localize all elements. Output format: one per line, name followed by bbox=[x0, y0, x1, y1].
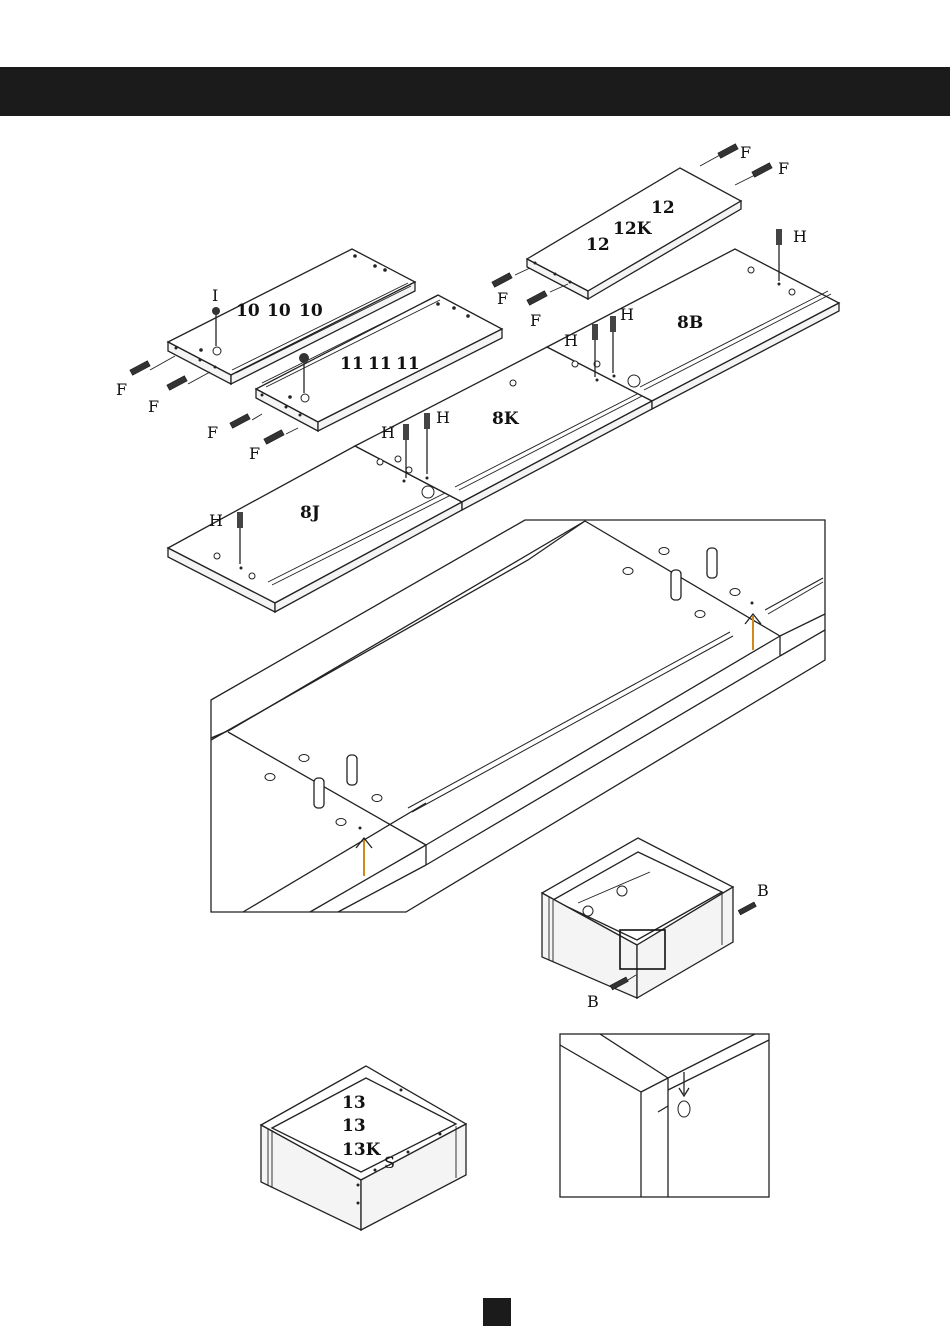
label-10-a: 10 bbox=[236, 301, 260, 321]
page-number-marker bbox=[483, 1298, 511, 1326]
label-13-a: 13 bbox=[342, 1093, 366, 1113]
label-s: S bbox=[384, 1153, 395, 1172]
label-b-2: B bbox=[587, 992, 599, 1011]
label-f-6: F bbox=[148, 397, 159, 416]
label-f-4: F bbox=[530, 311, 541, 330]
label-f-3: F bbox=[497, 289, 508, 308]
label-8b: 8B bbox=[677, 313, 703, 333]
label-b-1: B bbox=[757, 881, 769, 900]
closeup-detail bbox=[560, 1034, 769, 1197]
label-12k: 12K bbox=[613, 219, 653, 239]
drawer-13: 13 13 13K S bbox=[261, 1066, 466, 1230]
label-10-b: 10 bbox=[267, 301, 291, 321]
label-8k: 8K bbox=[492, 409, 520, 429]
label-11-a: 11 bbox=[340, 354, 364, 374]
label-13-b: 13 bbox=[342, 1116, 366, 1136]
label-i: I bbox=[212, 286, 218, 305]
label-h-2: H bbox=[620, 305, 634, 324]
label-h-4: H bbox=[436, 408, 450, 427]
label-11-c: 11 bbox=[396, 354, 420, 374]
label-8j: 8J bbox=[300, 503, 320, 523]
label-f-8: F bbox=[249, 444, 260, 463]
label-h-1: H bbox=[793, 227, 807, 246]
label-h-5: H bbox=[381, 423, 395, 442]
label-f-5: F bbox=[116, 380, 127, 399]
label-f-7: F bbox=[207, 423, 218, 442]
label-h-6: H bbox=[209, 511, 223, 530]
label-h-3: H bbox=[564, 331, 578, 350]
label-12-a: 12 bbox=[651, 198, 675, 218]
drawer-right: B B bbox=[542, 838, 769, 1011]
label-12-b: 12 bbox=[586, 235, 610, 255]
label-f-1: F bbox=[740, 143, 751, 162]
label-10-c: 10 bbox=[299, 301, 323, 321]
label-f-2: F bbox=[778, 159, 789, 178]
label-13k: 13K bbox=[342, 1140, 382, 1160]
label-11-b: 11 bbox=[368, 354, 392, 374]
